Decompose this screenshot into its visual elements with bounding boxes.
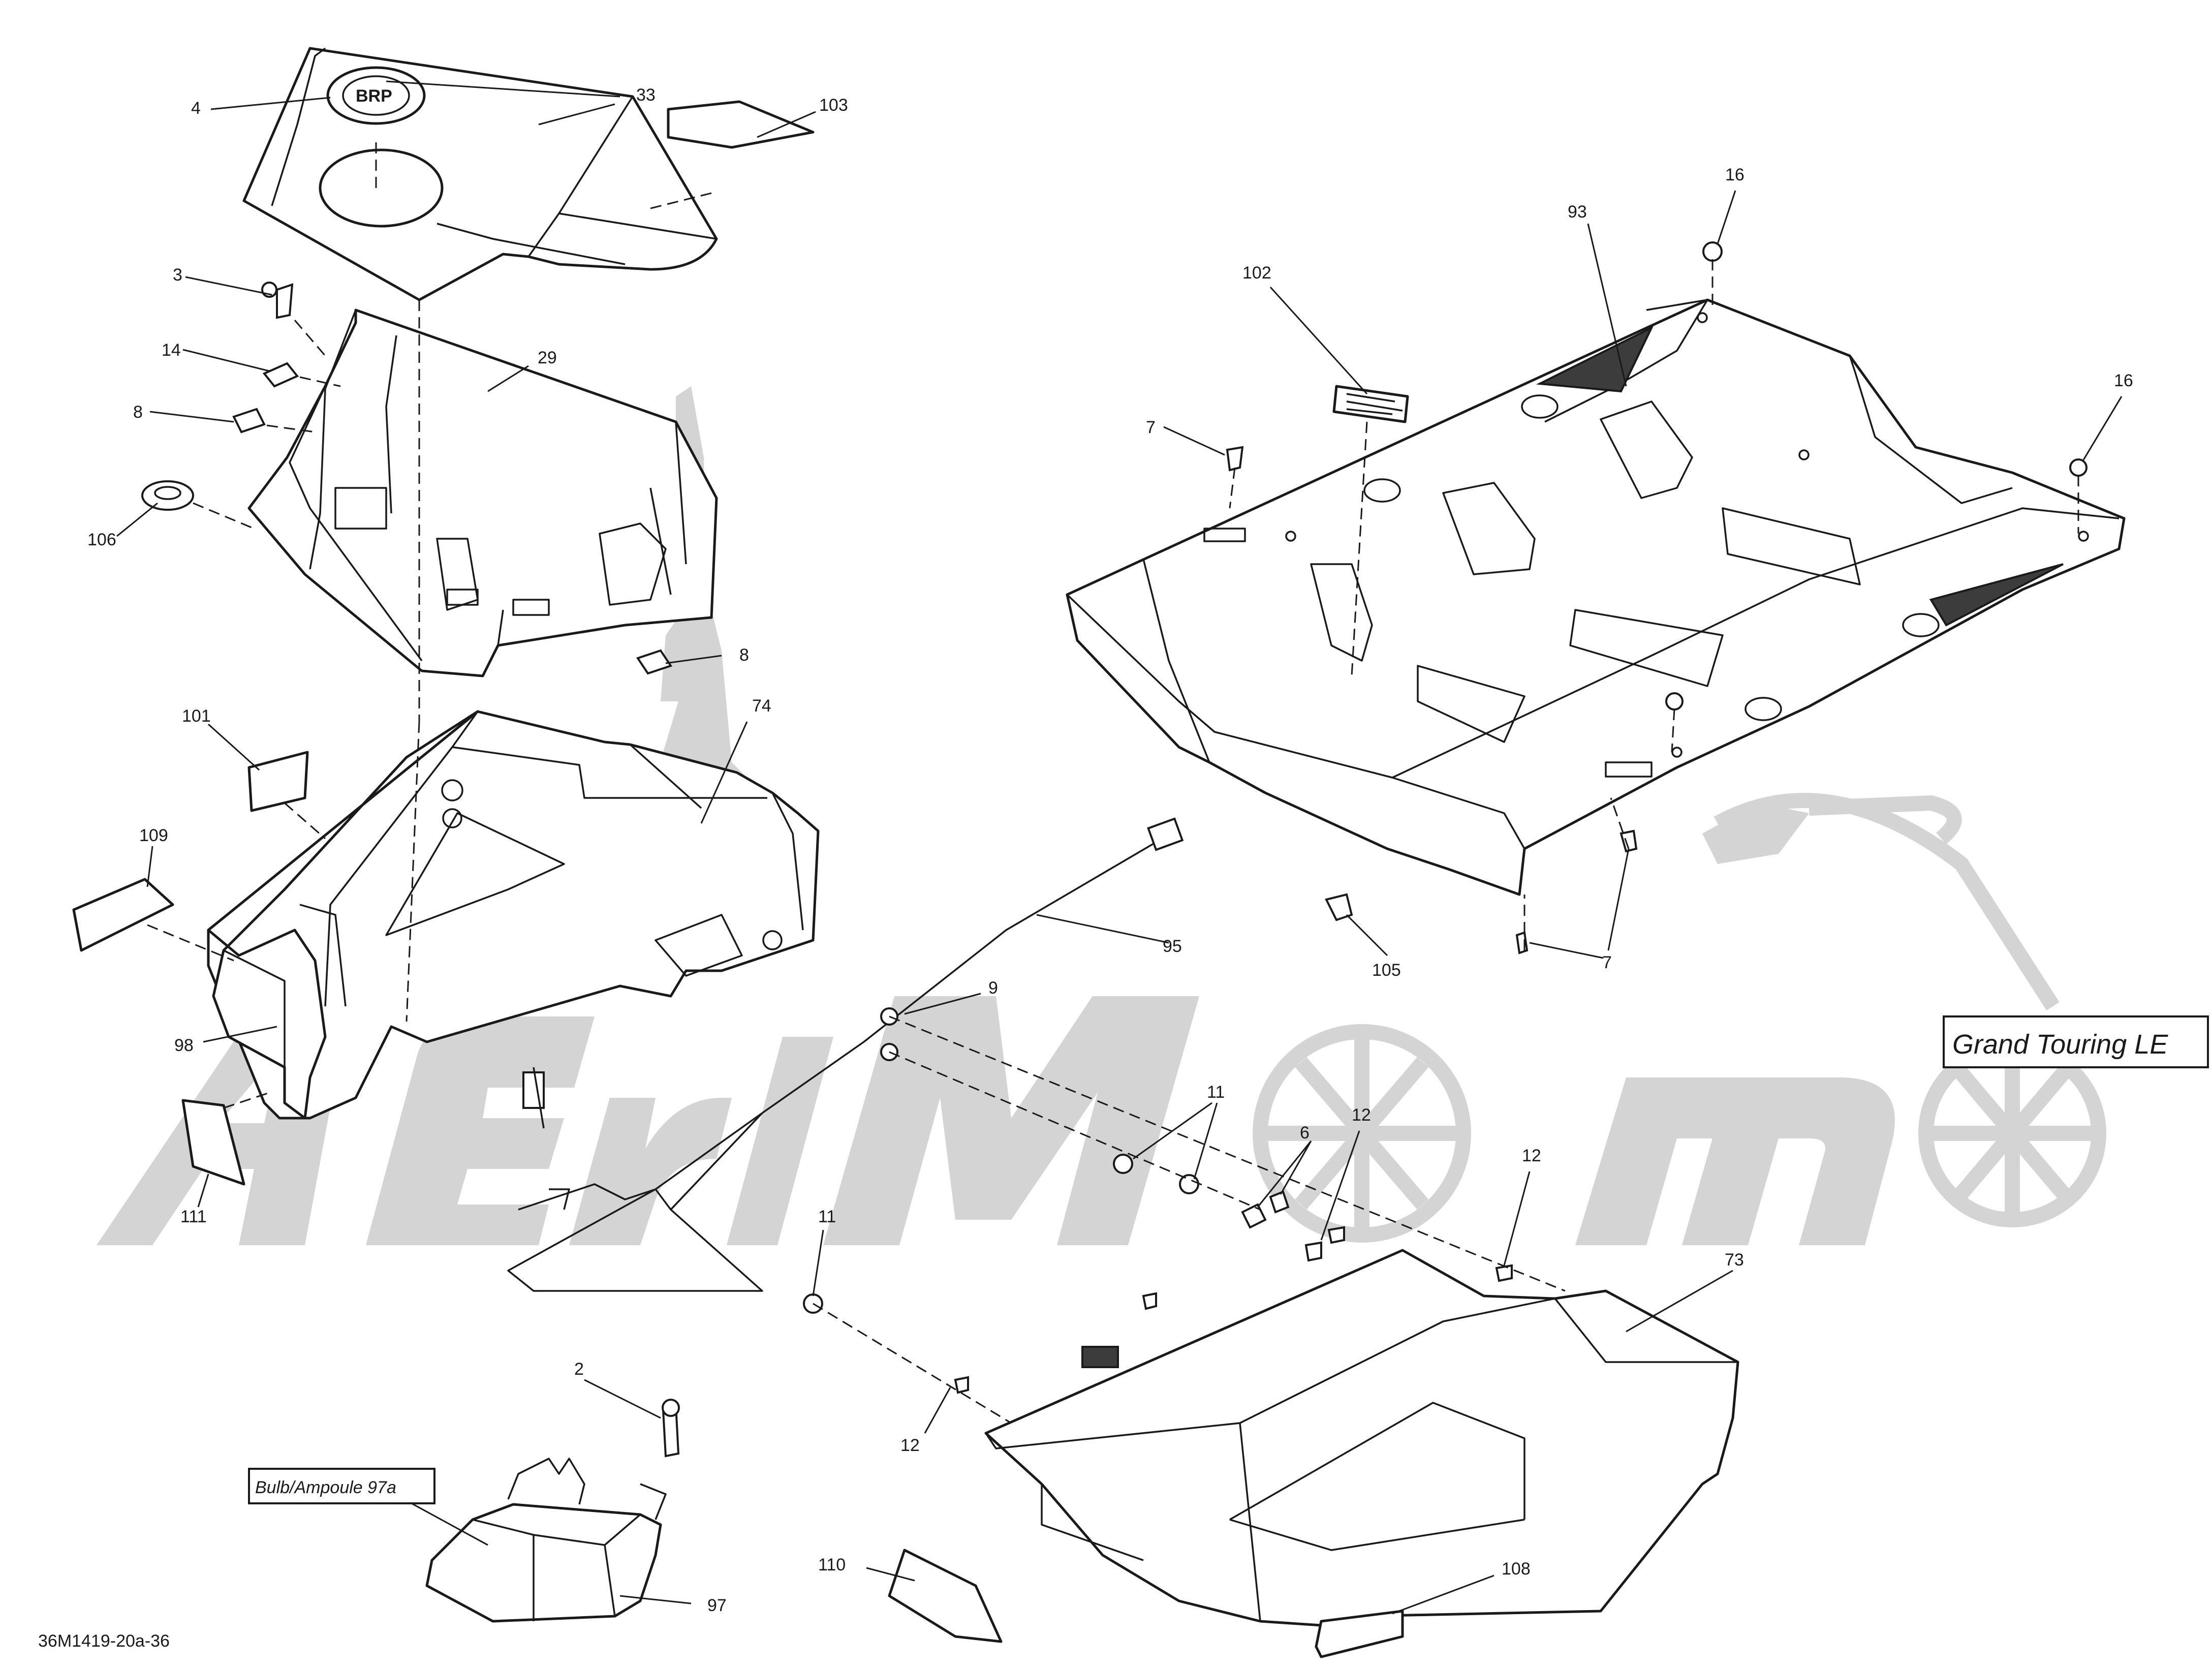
callout-2: 2 xyxy=(574,1360,584,1379)
callout-110: 110 xyxy=(818,1555,846,1575)
callout-12c: 12 xyxy=(900,1436,920,1455)
callout-9: 9 xyxy=(988,978,998,998)
bulb-label-box: Bulb/Ampoule 97a xyxy=(248,1468,435,1504)
part-103-decal xyxy=(667,100,815,149)
callout-4: 4 xyxy=(191,99,201,118)
part-74-light-housing xyxy=(207,710,820,1120)
part-111-decal xyxy=(181,1099,245,1186)
callout-105: 105 xyxy=(1372,961,1401,980)
callout-8b: 8 xyxy=(739,645,749,665)
callout-106: 106 xyxy=(87,530,116,549)
callout-95: 95 xyxy=(1163,937,1182,956)
part-109-decal xyxy=(72,878,174,952)
callout-7a: 7 xyxy=(1146,418,1156,437)
callout-7b: 7 xyxy=(1602,953,1612,972)
callout-33: 33 xyxy=(636,85,656,105)
callout-3: 3 xyxy=(173,265,182,285)
callout-74: 74 xyxy=(752,696,771,716)
callout-101: 101 xyxy=(182,706,211,726)
callout-93: 93 xyxy=(1568,202,1587,222)
model-label: Grand Touring LE xyxy=(1952,1029,2168,1060)
callout-73: 73 xyxy=(1725,1250,1744,1270)
leader-lines xyxy=(116,80,2123,1615)
callout-12a: 12 xyxy=(1352,1105,1371,1125)
part-29-upper-housing xyxy=(247,308,718,677)
part-97-light-unit xyxy=(425,1458,667,1623)
callout-11b: 11 xyxy=(818,1207,836,1226)
callout-109: 109 xyxy=(139,826,168,845)
callout-labels: 4 33 103 3 29 14 8 106 8 101 74 109 98 1… xyxy=(87,85,2133,1615)
hardware-fasteners xyxy=(141,241,2088,1458)
svg-text:BRP: BRP xyxy=(356,86,392,106)
callout-103: 103 xyxy=(819,96,848,115)
callout-102: 102 xyxy=(1242,263,1271,283)
callout-11a: 11 xyxy=(1207,1083,1225,1102)
part-93-rear-panel xyxy=(1066,298,2126,896)
part-98-tail-light xyxy=(207,710,479,1120)
bulb-label: Bulb/Ampoule 97a xyxy=(255,1478,396,1497)
callout-8a: 8 xyxy=(133,403,143,422)
part-108-decal xyxy=(1315,1610,1404,1658)
callout-16a: 16 xyxy=(1725,165,1744,184)
callout-108: 108 xyxy=(1502,1559,1531,1579)
part-110-decal xyxy=(888,1549,1003,1643)
callout-14: 14 xyxy=(162,341,181,360)
part-101-decal xyxy=(247,751,309,812)
callout-16b: 16 xyxy=(2114,371,2133,390)
part-33-top-cover: BRP xyxy=(242,47,718,301)
part-102-label xyxy=(1332,385,1409,423)
callout-111: 111 xyxy=(180,1207,207,1226)
model-label-box: Grand Touring LE xyxy=(1943,1015,2209,1068)
part-73-lower-panel xyxy=(984,1249,1739,1628)
callout-29: 29 xyxy=(538,348,557,367)
diagram-code: 36M1419-20a-36 xyxy=(38,1631,170,1651)
part-95-wiring-harness xyxy=(507,817,1184,1292)
callout-12b: 12 xyxy=(1522,1146,1541,1165)
callout-98: 98 xyxy=(174,1036,194,1055)
callout-6: 6 xyxy=(1300,1123,1310,1143)
callout-97: 97 xyxy=(707,1596,727,1615)
